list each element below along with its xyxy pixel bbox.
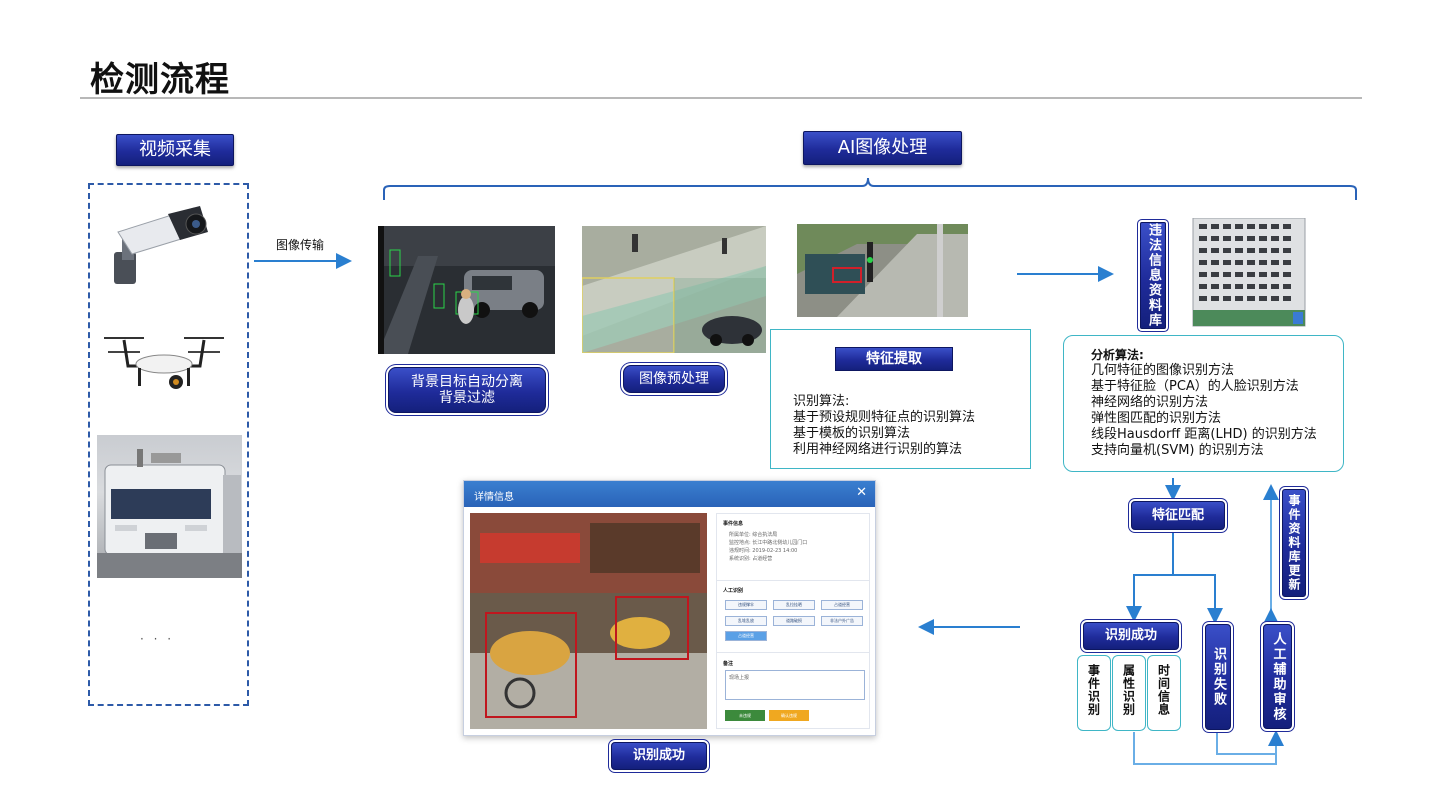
analysis-algorithm-item: 神经网络的识别方法: [1091, 395, 1209, 410]
bg-separation-line1: 背景目标自动分离: [411, 374, 523, 390]
capture-devices-box: [88, 183, 249, 706]
recognition-algorithm-item: 基于预设规则特征点的识别算法: [793, 410, 976, 425]
details-dialog-header: 详情信息 ✕: [464, 481, 875, 507]
security-camera-icon: [114, 206, 208, 284]
mobile-command-vehicle-icon: [97, 435, 242, 578]
event-db-update-label: 事件资料库更新: [1282, 489, 1306, 597]
event-recognition-box: 事件识别: [1077, 655, 1111, 731]
recognition-success-label: 识别成功: [1083, 622, 1179, 650]
event-info-line: 所属单位: 综合执法局: [729, 532, 778, 538]
recognition-algorithms-heading: 识别算法:: [793, 394, 850, 409]
details-dialog-title: 详情信息: [474, 492, 514, 503]
building-database-icon: [1192, 218, 1306, 327]
image-transfer-label: 图像传输: [276, 238, 325, 252]
feature-matching-label: 特征匹配: [1131, 501, 1225, 530]
preprocessing-label: 图像预处理: [623, 365, 725, 393]
analysis-algorithm-item: 基于特征脸（PCA）的人脸识别方法: [1091, 379, 1299, 394]
analysis-algorithms-heading: 分析算法:: [1091, 348, 1144, 362]
time-info-box: 时间信息: [1147, 655, 1181, 731]
violation-db-label: 违法信息资料库: [1140, 222, 1166, 329]
manual-option-button[interactable]: 非法户外广告: [821, 616, 863, 626]
feature-extraction-box: 特征提取 识别算法: 基于预设规则特征点的识别算法 基于模板的识别算法 利用神经…: [770, 329, 1031, 469]
details-dialog: 详情信息 ✕ 事件信息 所属单位: 综合执法局 监控地点: 长江中路北侧幼儿园门…: [463, 480, 876, 736]
analysis-algorithms-box: 分析算法: 几何特征的图像识别方法 基于特征脸（PCA）的人脸识别方法 神经网络…: [1063, 335, 1344, 472]
time-info-text: 时间信息: [1156, 664, 1171, 716]
more-devices-ellipsis: · · ·: [140, 632, 175, 646]
section-video-capture-label: 视频采集: [139, 139, 211, 160]
recognition-algorithm-item: 利用神经网络进行识别的算法: [793, 442, 963, 457]
manual-option-button[interactable]: 乱拉挂晒: [773, 600, 815, 610]
remark-input[interactable]: 现场上报: [725, 670, 865, 700]
divider: [717, 652, 869, 653]
manual-option-button[interactable]: 占道经营: [821, 600, 863, 610]
dialog-info-panel: 事件信息 所属单位: 综合执法局 监控地点: 长江中路北侧幼儿园门口 违规时间:…: [716, 513, 870, 729]
event-db-update-text: 事件资料库更新: [1287, 494, 1301, 592]
bg-separation-photo: [378, 226, 555, 354]
recognition-failed-label: 识别失败: [1205, 624, 1231, 730]
analysis-algorithm-item: 弹性图匹配的识别方法: [1091, 411, 1222, 426]
recognition-algorithms: 识别算法: 基于预设规则特征点的识别算法 基于模板的识别算法 利用神经网络进行识…: [793, 394, 975, 458]
title-divider: [80, 97, 1362, 99]
divider: [717, 580, 869, 581]
reject-button[interactable]: 未违规: [725, 710, 765, 721]
arrow-split: [1126, 531, 1174, 622]
preprocessing-label-text: 图像预处理: [639, 371, 709, 387]
bg-separation-line2: 背景过滤: [439, 390, 495, 406]
remark-heading: 备注: [723, 661, 734, 667]
preprocessing-photo: [582, 226, 766, 353]
event-info-lines: 所属单位: 综合执法局 监控地点: 长江中路北侧幼儿园门口 违规时间: 2019…: [729, 531, 807, 563]
manual-option-button[interactable]: 乱堆乱放: [725, 616, 767, 626]
feature-matching-text: 特征匹配: [1151, 507, 1204, 523]
event-recognition-text: 事件识别: [1086, 664, 1101, 716]
feature-extraction-heading-text: 特征提取: [866, 351, 922, 367]
recognition-failed-text: 识别失败: [1211, 647, 1226, 707]
confirm-button[interactable]: 确认违规: [769, 710, 809, 721]
close-icon[interactable]: ✕: [856, 485, 867, 500]
analysis-algorithm-item: 几何特征的图像识别方法: [1091, 363, 1235, 378]
feature-extraction-photo: [797, 224, 968, 317]
market-photo: [470, 513, 707, 729]
event-info-line: 系统识别: 占道经营: [729, 556, 773, 562]
page-title: 检测流程: [90, 60, 230, 100]
event-info-line: 监控地点: 长江中路北侧幼儿园门口: [729, 540, 808, 546]
section-ai-processing-label: AI图像处理: [837, 137, 928, 158]
manual-option-button[interactable]: 道路破损: [773, 616, 815, 626]
analysis-algorithms: 分析算法: 几何特征的图像识别方法 基于特征脸（PCA）的人脸识别方法 神经网络…: [1091, 347, 1317, 459]
analysis-algorithm-item: 支持向量机(SVM) 的识别方法: [1091, 443, 1264, 458]
manual-option-button[interactable]: 违规撑伞: [725, 600, 767, 610]
event-info-line: 违规时间: 2019-02-23 14:00: [729, 548, 798, 554]
section-ai-processing: AI图像处理: [803, 131, 962, 165]
recognition-algorithm-item: 基于模板的识别算法: [793, 426, 911, 441]
arrow-feedback: [1133, 730, 1284, 765]
drone-icon: [104, 337, 224, 389]
attribute-recognition-text: 属性识别: [1121, 664, 1136, 716]
section-video-capture: 视频采集: [116, 134, 234, 166]
event-info-heading: 事件信息: [723, 521, 744, 527]
manual-review-text: 人工辅助审核: [1270, 631, 1286, 722]
analysis-algorithm-item: 线段Hausdorff 距离(LHD) 的识别方法: [1091, 427, 1317, 442]
manual-review-label: 人工辅助审核: [1263, 624, 1292, 729]
manual-option-selected[interactable]: 占道经营: [725, 631, 767, 641]
bottom-success-label: 识别成功: [611, 742, 707, 770]
attribute-recognition-box: 属性识别: [1112, 655, 1146, 731]
bottom-success-text: 识别成功: [632, 748, 685, 763]
recognition-success-text: 识别成功: [1104, 628, 1157, 643]
feature-extraction-heading: 特征提取: [835, 347, 953, 371]
violation-db-text: 违法信息资料库: [1146, 223, 1161, 328]
manual-heading: 人工识别: [723, 588, 744, 594]
ai-bracket: [383, 177, 1357, 200]
bg-separation-label: 背景目标自动分离 背景过滤: [388, 367, 546, 413]
